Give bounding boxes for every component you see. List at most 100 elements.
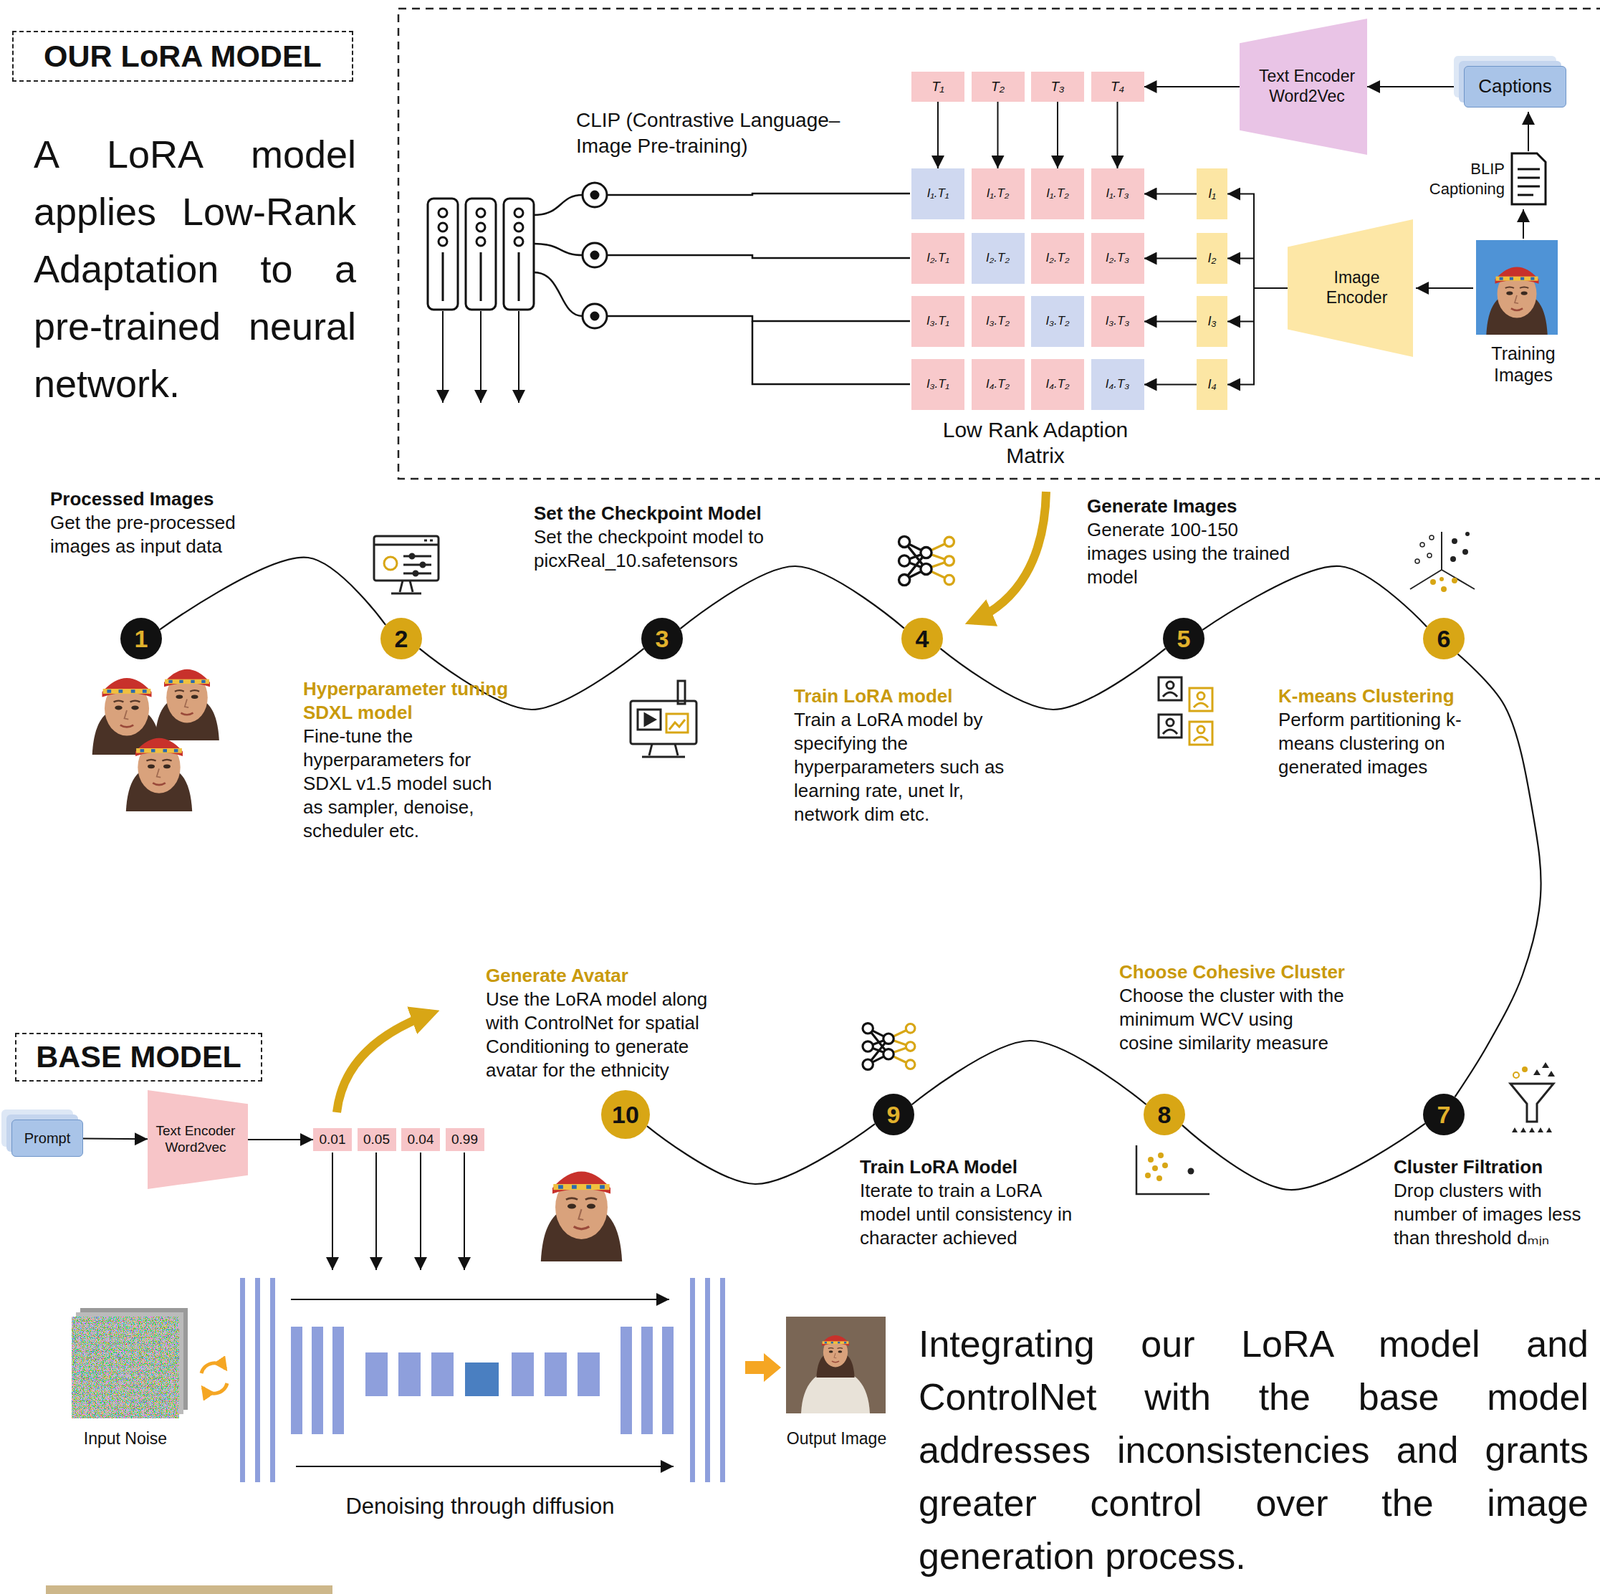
skip-connection-arrow bbox=[295, 1465, 674, 1467]
face-photo bbox=[154, 669, 220, 741]
clustering-icon bbox=[1451, 538, 1458, 544]
filter-funnel-icon bbox=[1513, 1071, 1520, 1078]
flow-line bbox=[1454, 654, 1541, 1097]
model-rack-icon bbox=[442, 252, 519, 301]
neural-network-icon bbox=[862, 1023, 916, 1070]
image-embedding-box: I₂ bbox=[1196, 232, 1228, 284]
clip-port-symbol bbox=[582, 303, 607, 329]
neural-network-icon bbox=[899, 535, 955, 585]
step-circle: 4Train LoRA modelTrain a LoRA model by s… bbox=[901, 617, 943, 660]
cluster-plot-icon bbox=[1145, 1172, 1151, 1178]
node-label: I₁ bbox=[1208, 186, 1216, 203]
media-monitor-icon bbox=[669, 719, 685, 730]
output-arrow bbox=[745, 1352, 782, 1382]
settings-monitor-icon bbox=[374, 535, 439, 581]
settings-monitor-icon bbox=[384, 556, 397, 570]
settings-monitor-icon bbox=[413, 571, 418, 576]
unet-layer bbox=[662, 1326, 674, 1434]
node-label: I₄.T₂ bbox=[985, 376, 1010, 392]
node-label: T₃ bbox=[1050, 78, 1065, 96]
node-label: T₂ bbox=[990, 78, 1005, 96]
model-rack-icon bbox=[438, 237, 448, 246]
node-label: Image Encoder bbox=[1306, 267, 1408, 308]
generated-images-icon bbox=[1197, 692, 1205, 700]
step-number: 1 bbox=[134, 626, 149, 651]
generated-images-icon bbox=[1158, 714, 1182, 738]
clip-wire bbox=[606, 315, 910, 322]
unet-layer bbox=[465, 1362, 499, 1396]
generated-images-icon bbox=[1162, 692, 1178, 697]
clustering-icon bbox=[1415, 558, 1420, 564]
model-rack-icon bbox=[514, 222, 524, 232]
clustering-icon bbox=[1462, 548, 1469, 555]
unet-layer bbox=[577, 1352, 600, 1396]
text-encoder-block: Text Encoder Word2Vec bbox=[1239, 18, 1368, 155]
step-body: Perform partitioning k-means clustering … bbox=[1278, 707, 1472, 779]
step-circle: 2Hyperparameter tuning SDXL modelFine-tu… bbox=[380, 617, 423, 660]
node-label: 0.05 bbox=[363, 1131, 390, 1148]
connector bbox=[1227, 288, 1288, 385]
step-body: Train a LoRA model by specifying the hyp… bbox=[793, 707, 1009, 827]
flow-line bbox=[940, 648, 1166, 710]
image-embedding-box: I₃ bbox=[1196, 295, 1228, 347]
node-label: Captions bbox=[1478, 75, 1552, 98]
node-label: I₄.T₃ bbox=[1105, 376, 1130, 392]
generated-images-icon bbox=[1193, 736, 1209, 741]
document-icon bbox=[1511, 153, 1546, 205]
connector bbox=[997, 101, 999, 169]
generated-images-icon bbox=[1189, 721, 1213, 745]
flow-line bbox=[647, 1123, 875, 1184]
clustering-icon bbox=[1429, 535, 1434, 540]
unet-layer bbox=[511, 1352, 534, 1396]
annotation: Output Image bbox=[773, 1428, 900, 1449]
step-number: 8 bbox=[1157, 1102, 1172, 1127]
settings-monitor-icon bbox=[424, 539, 433, 542]
connector bbox=[1227, 258, 1288, 289]
node-label: Prompt bbox=[24, 1129, 71, 1147]
clustering-icon bbox=[1430, 578, 1436, 585]
output-arrow bbox=[480, 310, 482, 403]
step-circle: 7Cluster FiltrationDrop clusters with nu… bbox=[1423, 1093, 1465, 1135]
connector bbox=[83, 1137, 148, 1140]
node-label: I₁.T₃ bbox=[1106, 186, 1130, 201]
step-number: 5 bbox=[1177, 626, 1191, 651]
step-body: Iterate to train a LoRA model until cons… bbox=[859, 1178, 1075, 1250]
clip-port-symbol bbox=[582, 242, 607, 268]
step-body: Generate 100-150 images using the traine… bbox=[1086, 518, 1302, 589]
step-circle: 5Generate ImagesGenerate 100-150 images … bbox=[1162, 617, 1205, 660]
clip-port-symbol bbox=[582, 182, 607, 208]
media-monitor-icon bbox=[630, 680, 697, 757]
step-heading: Generate Images bbox=[1086, 494, 1302, 519]
generated-images-icon bbox=[1193, 702, 1209, 708]
output-image bbox=[816, 1334, 855, 1378]
clip-port-symbol bbox=[582, 182, 607, 329]
connector bbox=[1227, 288, 1288, 322]
embedding-value-box: 0.04 bbox=[401, 1127, 440, 1151]
step-circle: 1Processed ImagesGet the pre-processed i… bbox=[120, 617, 162, 660]
filter-funnel-icon bbox=[1521, 1066, 1528, 1072]
text-token-box: T₄ bbox=[1091, 71, 1145, 102]
step-number: 2 bbox=[394, 626, 409, 651]
image-embedding-box: I₄ bbox=[1196, 358, 1228, 410]
media-monitor-icon bbox=[644, 713, 655, 726]
unet-layer bbox=[544, 1352, 567, 1396]
conditioning-arrow bbox=[331, 1152, 334, 1270]
text-encoder-block: Text Encoder Word2vec bbox=[147, 1089, 248, 1189]
clip-wire bbox=[533, 193, 910, 385]
annotation: Denoising through diffusion bbox=[300, 1492, 660, 1520]
clip-port-symbol bbox=[591, 251, 599, 259]
model-rack-icon bbox=[514, 237, 524, 246]
embedding-value-box: 0.05 bbox=[357, 1127, 397, 1151]
flow-arrow bbox=[1415, 111, 1529, 289]
node-label: Text Encoder Word2Vec bbox=[1251, 66, 1363, 107]
conditioning-arrow bbox=[463, 1152, 466, 1270]
similarity-cell: I₃.T₁ bbox=[911, 358, 965, 410]
node-label: I₁.T₂ bbox=[986, 186, 1010, 201]
unet-layer bbox=[255, 1277, 261, 1482]
unet-layer bbox=[290, 1326, 303, 1434]
similarity-cell: I₃.T₂ bbox=[971, 295, 1025, 347]
step-body: Get the pre-processed images as input da… bbox=[50, 510, 266, 559]
connector bbox=[1056, 101, 1059, 169]
similarity-cell: I₁.T₃ bbox=[1091, 168, 1145, 220]
filter-funnel-icon bbox=[1511, 1127, 1552, 1133]
